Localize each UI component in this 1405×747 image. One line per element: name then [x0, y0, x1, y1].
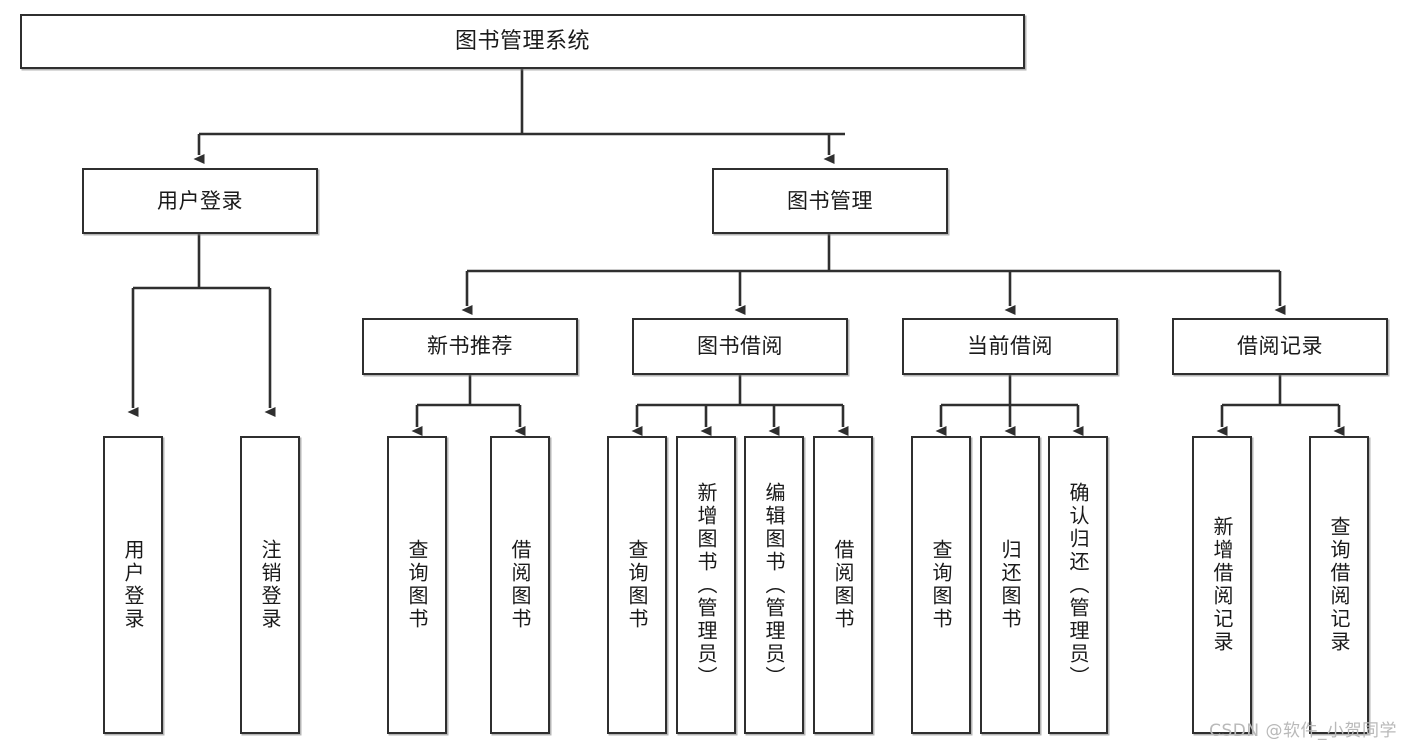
csdn-watermark: CSDN @软件_小贺同学 — [1209, 721, 1397, 741]
node-label: 当前借阅 — [967, 334, 1053, 359]
node-label: 查询图书 — [405, 539, 429, 631]
node-book-management[interactable]: 图书管理 — [712, 168, 948, 234]
leaf-book-borrow-add-book-admin[interactable]: 新增图书（管理员） — [676, 436, 736, 734]
node-current-borrow[interactable]: 当前借阅 — [902, 318, 1118, 375]
leaf-current-borrow-return-book[interactable]: 归还图书 — [980, 436, 1040, 734]
node-label: 借阅记录 — [1237, 334, 1323, 359]
leaf-current-borrow-confirm-return-admin[interactable]: 确认归还（管理员） — [1048, 436, 1108, 734]
node-label: 归还图书 — [998, 539, 1022, 631]
node-label: 新书推荐 — [427, 334, 513, 359]
node-label: 新增借阅记录 — [1210, 516, 1234, 654]
node-label: 注销登录 — [258, 539, 282, 631]
node-label: 确认归还（管理员） — [1066, 481, 1090, 689]
node-label: 借阅图书 — [831, 539, 855, 631]
leaf-user-login-logout[interactable]: 注销登录 — [240, 436, 300, 734]
node-label: 图书管理 — [787, 188, 873, 213]
leaf-book-borrow-query-book[interactable]: 查询图书 — [607, 436, 667, 734]
leaf-new-book-borrow-book[interactable]: 借阅图书 — [490, 436, 550, 734]
leaf-current-borrow-query-book[interactable]: 查询图书 — [911, 436, 971, 734]
node-label: 图书管理系统 — [454, 28, 590, 54]
node-label: 借阅图书 — [508, 539, 532, 631]
node-book-borrow[interactable]: 图书借阅 — [632, 318, 848, 375]
leaf-borrow-record-add-record[interactable]: 新增借阅记录 — [1192, 436, 1252, 734]
node-borrow-record[interactable]: 借阅记录 — [1172, 318, 1388, 375]
leaf-book-borrow-edit-book-admin[interactable]: 编辑图书（管理员） — [744, 436, 804, 734]
leaf-user-login-login[interactable]: 用户登录 — [103, 436, 163, 734]
node-label: 用户登录 — [157, 188, 243, 213]
node-label: 查询借阅记录 — [1327, 516, 1351, 654]
node-label: 用户登录 — [121, 539, 145, 631]
node-label: 查询图书 — [929, 539, 953, 631]
node-label: 编辑图书（管理员） — [762, 481, 786, 689]
node-new-book-recommend[interactable]: 新书推荐 — [362, 318, 578, 375]
node-label: 查询图书 — [625, 539, 649, 631]
node-user-login[interactable]: 用户登录 — [82, 168, 318, 234]
leaf-new-book-query-book[interactable]: 查询图书 — [387, 436, 447, 734]
node-label: 新增图书（管理员） — [694, 481, 718, 689]
node-label: 图书借阅 — [697, 334, 783, 359]
leaf-borrow-record-query-record[interactable]: 查询借阅记录 — [1309, 436, 1369, 734]
node-root-book-management-system[interactable]: 图书管理系统 — [20, 14, 1025, 69]
leaf-book-borrow-borrow-book[interactable]: 借阅图书 — [813, 436, 873, 734]
